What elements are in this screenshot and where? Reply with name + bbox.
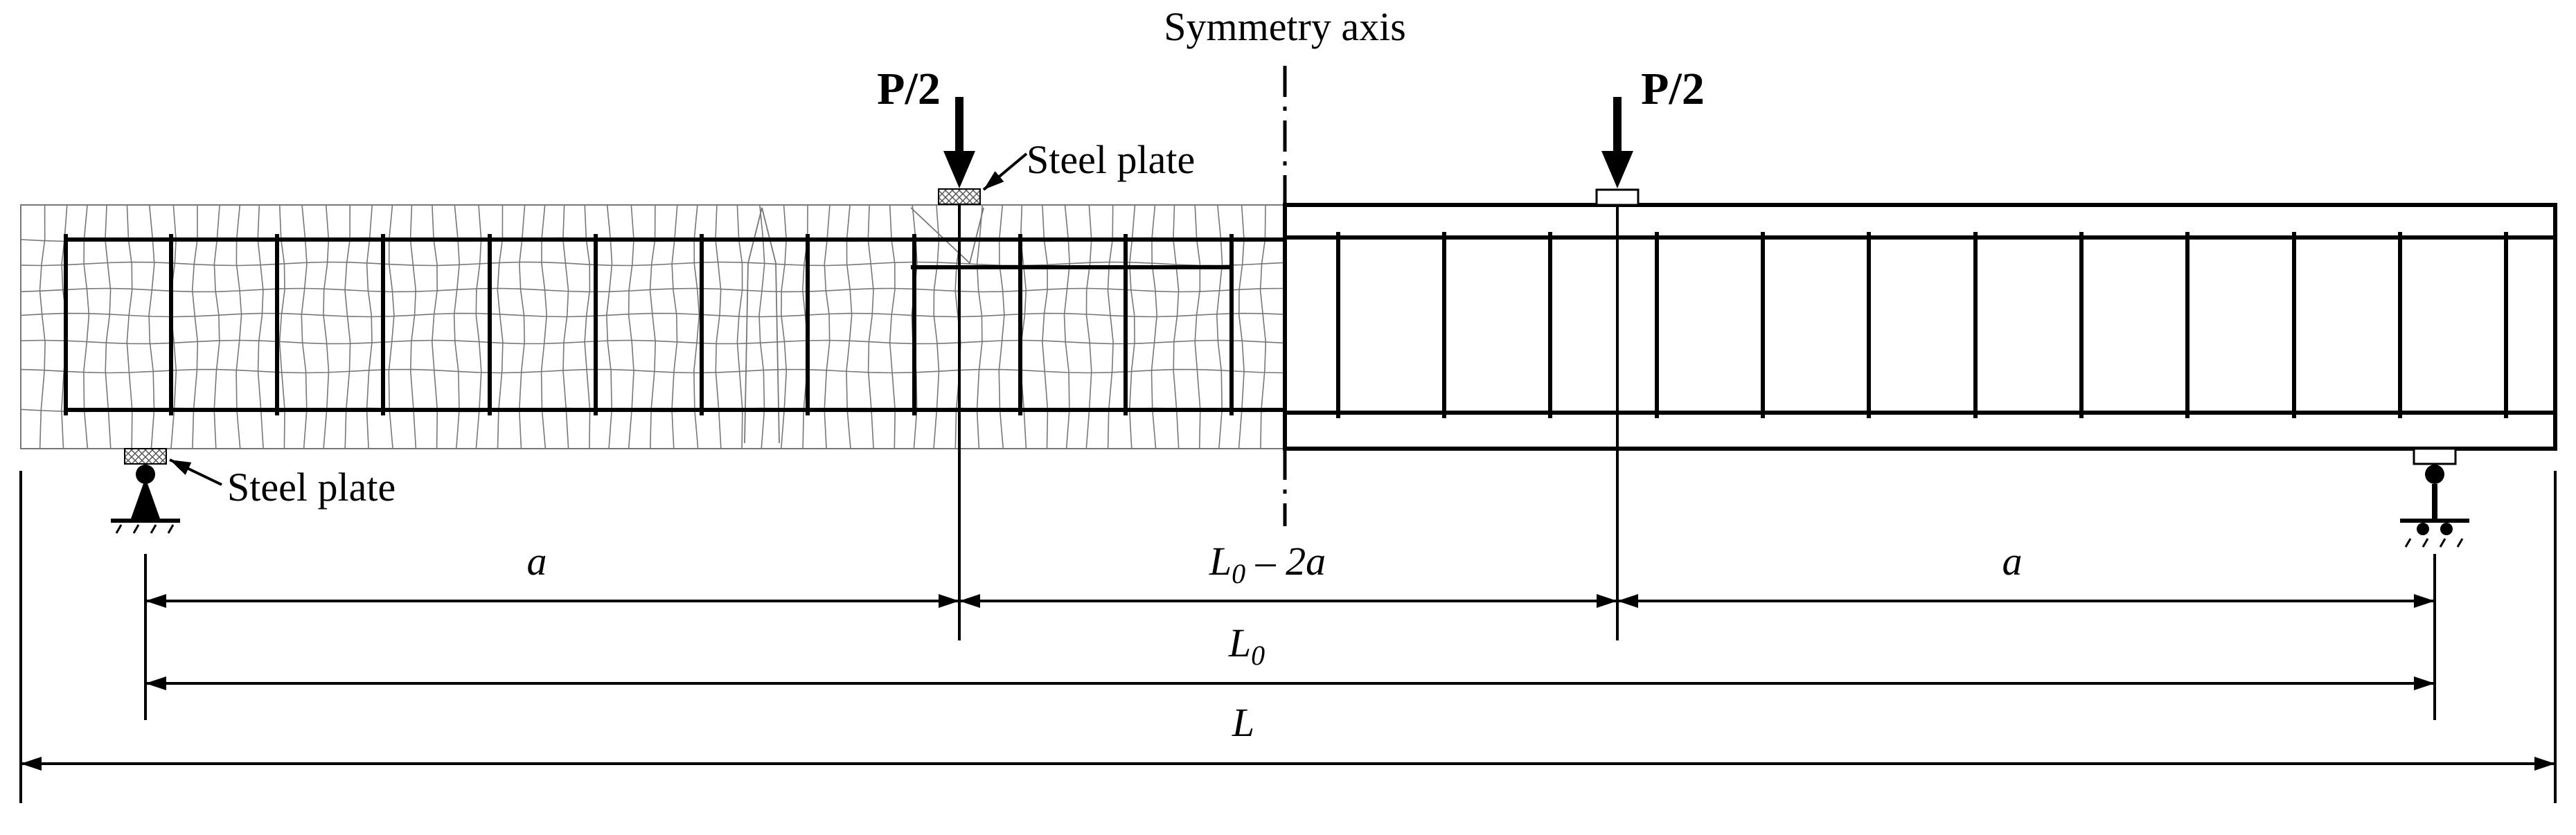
mesh-row-line: [20, 287, 1286, 293]
mesh-column-line: [1042, 204, 1049, 449]
mesh-column-line: [278, 204, 285, 449]
callout-arrow-bottom: [169, 458, 222, 486]
mesh-column-line: [431, 204, 438, 449]
mesh-column-line: [781, 204, 788, 449]
mesh-column-line: [1085, 204, 1092, 449]
dim-label-L0: L0: [1228, 620, 1265, 671]
mesh-column-line: [236, 204, 242, 449]
dim-label-middle: L0 – 2a: [1209, 539, 1326, 589]
mesh-column-line: [562, 204, 569, 449]
steel-plate-icon: [124, 448, 167, 465]
steel-plate-icon: [1595, 188, 1640, 206]
dim-label-L: L: [1232, 700, 1254, 745]
dim-label-middle-rest: – 2a: [1245, 539, 1326, 584]
mesh-column-line: [257, 204, 264, 449]
callout-arrow-top: [982, 152, 1028, 191]
mesh-column-line: [1063, 204, 1071, 449]
mesh-column-line: [1173, 204, 1180, 449]
right-reinforcement: [1285, 235, 2555, 415]
mesh-row-line: [20, 339, 1286, 345]
mesh-row-line: [20, 312, 1286, 318]
mesh-column-line: [584, 204, 591, 449]
mesh-column-line: [475, 204, 482, 449]
dim-label-middle-main: L: [1209, 539, 1232, 584]
load-label-left: P/2: [877, 64, 941, 114]
mesh-column-line: [83, 204, 90, 449]
steel-plate-label-top: Steel plate: [1027, 137, 1195, 182]
steel-plate-icon: [938, 188, 981, 205]
mesh-column-line: [824, 204, 830, 449]
load-arrow-icon: [1601, 97, 1633, 188]
mesh-column-line: [1128, 204, 1136, 449]
mesh-row-line: [20, 368, 1286, 374]
left-stirrups: [64, 234, 1234, 415]
roller-support-icon: [2400, 465, 2469, 548]
dim-label-L0-main: L: [1228, 620, 1251, 665]
mesh-column-line: [736, 204, 743, 449]
dim-label-middle-sub: 0: [1232, 558, 1245, 589]
right-stirrups: [1336, 232, 2508, 418]
mesh-column-line: [344, 204, 351, 449]
mesh-column-line: [628, 204, 634, 449]
mesh-column-line: [366, 204, 373, 449]
mesh-column-line: [301, 204, 308, 449]
mesh-column-line: [758, 204, 765, 449]
mesh-row-line: [20, 261, 1286, 267]
mesh-column-line: [671, 204, 678, 449]
mesh-column-line: [867, 204, 874, 449]
mesh-column-line: [105, 204, 112, 449]
fe-mesh: [20, 204, 1286, 449]
left-reinforcement: [66, 237, 1285, 412]
steel-plate-icon: [2413, 447, 2457, 465]
mesh-column-line: [933, 204, 940, 449]
mesh-distortion: [910, 207, 984, 264]
mesh-column-line: [388, 204, 395, 449]
mesh-column-line: [1216, 204, 1223, 449]
mesh-column-line: [1259, 204, 1267, 449]
symmetry-axis-label: Symmetry axis: [1164, 4, 1406, 49]
mesh-column-line: [540, 204, 548, 449]
mesh-column-line: [976, 204, 984, 449]
mesh-column-line: [1151, 204, 1158, 449]
mesh-column-line: [889, 204, 896, 449]
dim-label-a-left: a: [527, 539, 547, 584]
mesh-column-line: [191, 205, 199, 449]
mesh-column-line: [1238, 204, 1245, 449]
dim-label-L0-sub: 0: [1251, 640, 1265, 671]
pin-support-icon: [111, 465, 180, 534]
mesh-column-line: [846, 204, 853, 449]
mesh-column-line: [453, 204, 461, 449]
load-arrow-icon: [943, 97, 975, 188]
mesh-column-line: [649, 204, 657, 449]
steel-plate-label-bottom: Steel plate: [227, 465, 396, 510]
dim-label-a-right: a: [2002, 539, 2023, 584]
mesh-column-line: [148, 204, 155, 449]
load-label-right: P/2: [1641, 64, 1705, 114]
mesh-column-line: [497, 204, 504, 449]
mesh-column-line: [39, 204, 46, 449]
mesh-distortion: [744, 207, 780, 444]
dimension-extension-lines: [19, 205, 2557, 803]
